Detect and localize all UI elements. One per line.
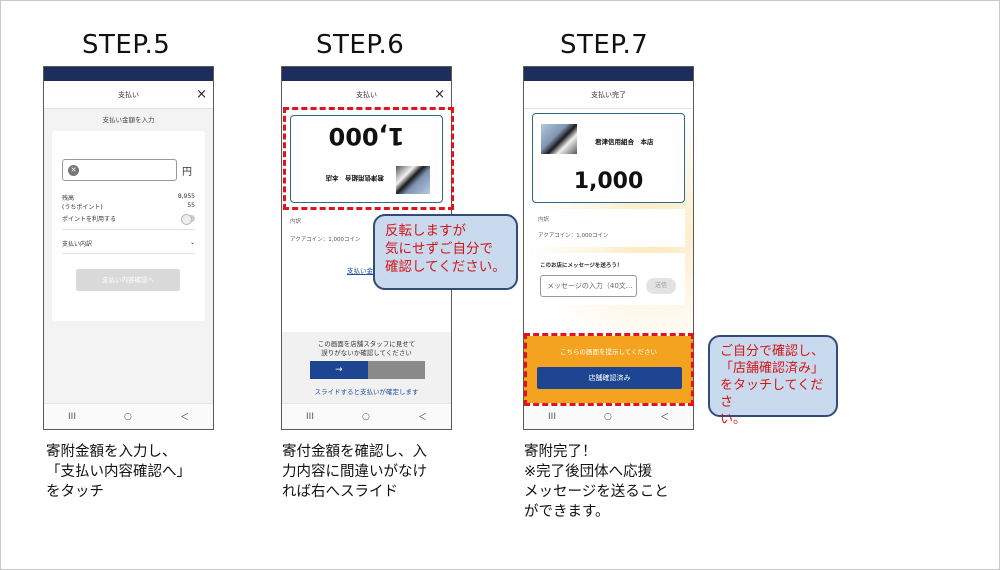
divider — [62, 229, 195, 230]
status-bar — [524, 67, 693, 81]
step5-title: STEP.5 — [82, 30, 171, 60]
detail-panel: 内訳 アクアコイン：1,000コイン — [532, 209, 685, 247]
slider-arrow-icon[interactable]: → — [310, 361, 368, 379]
store-name: 君津信用組合 本店 — [595, 138, 654, 146]
store-photo — [541, 124, 577, 154]
slider-track[interactable] — [367, 361, 425, 379]
header-title: 支払い — [118, 91, 139, 99]
close-icon[interactable]: × — [434, 87, 445, 102]
android-navbar: III ○ ＜ — [282, 403, 451, 429]
chevron-down-icon: ⌄ — [189, 239, 195, 246]
step5-phone-screen: 支払い × 支払い金額を入力 ✕ 円 残高 8,955 (うちポイント) 55 … — [43, 66, 214, 430]
currency-label: 円 — [182, 167, 192, 178]
step6-title: STEP.6 — [316, 30, 405, 60]
close-icon[interactable]: × — [196, 87, 207, 102]
step7-title: STEP.7 — [560, 30, 649, 60]
payment-body: 支払い金額を入力 ✕ 円 残高 8,955 (うちポイント) 55 ポイントを利… — [44, 109, 213, 405]
message-card: このお店にメッセージを送ろう！ メッセージの入力（40文... 送信 — [532, 253, 685, 305]
confirm-payment-button[interactable]: 支払い内容確認へ — [76, 269, 180, 291]
divider — [62, 253, 195, 254]
step7-caption: 寄附完了！ ※完了後団体へ応援 メッセージを送ること ができます。 — [524, 444, 669, 520]
message-input[interactable]: メッセージの入力（40文... — [540, 275, 637, 297]
home-icon[interactable]: ○ — [124, 411, 132, 422]
amount-subheader: 支払い金額を入力 — [102, 116, 155, 124]
detail-label: 内訳 — [538, 217, 550, 223]
send-button[interactable]: 送信 — [646, 278, 676, 294]
detail-value: アクアコイン：1,000コイン — [290, 237, 361, 243]
screen-header: 支払い完了 — [524, 81, 693, 109]
step6-caption: 寄付金額を確認し、入 力内容に間違いがなけ れば右へスライド — [282, 444, 427, 500]
points-label: (うちポイント) — [62, 204, 103, 211]
status-bar — [282, 67, 451, 81]
header-title: 支払い — [356, 91, 377, 99]
amount-input[interactable]: ✕ — [62, 159, 177, 181]
confirm-note-callout: ご自分で確認し、 「店舗確認済み」 をタッチしてくださ い。 — [708, 335, 838, 427]
screen-header: 支払い × — [282, 81, 451, 109]
slide-hint: スライドすると支払いが確定します — [314, 388, 419, 396]
points-row: (うちポイント) 55 — [62, 202, 195, 211]
message-title: このお店にメッセージを送ろう！ — [540, 263, 623, 269]
edit-amount-link[interactable]: 支払い金額を — [347, 267, 386, 275]
details-label: 支払い内訳 — [62, 241, 93, 248]
screen-header: 支払い × — [44, 81, 213, 109]
confirm-highlight — [524, 333, 694, 406]
staff-instruction: この画面を店舗スタッフに見せて 誤りがないか確認してください — [317, 340, 416, 357]
balance-label: 残高 — [62, 195, 75, 202]
step7-phone-screen: 支払い完了 君津信用組合 本店 1,000 内訳 アクアコイン：1,000コイン… — [523, 66, 694, 430]
amount-card: ✕ 円 残高 8,955 (うちポイント) 55 ポイントを利用する 支払い内訳… — [52, 131, 205, 321]
home-icon[interactable]: ○ — [604, 411, 612, 422]
step5-caption: 寄附金額を入力し、 「支払い内容確認へ」 をタッチ — [46, 444, 191, 500]
amount-highlight — [283, 107, 454, 210]
back-icon[interactable]: ＜ — [659, 413, 669, 423]
staff-confirm-banner: こちらの画面を提示してください 店舗確認済み — [524, 336, 693, 405]
android-navbar: III ○ ＜ — [524, 403, 693, 429]
balance-row: 残高 8,955 — [62, 193, 195, 202]
detail-value: アクアコイン：1,000コイン — [538, 233, 609, 239]
confirm-slider[interactable]: → — [310, 361, 425, 379]
staff-prompt: こちらの画面を提示してください — [559, 348, 658, 356]
store-confirmed-button[interactable]: 店舗確認済み — [537, 367, 682, 389]
balance-value: 8,955 — [177, 193, 195, 200]
back-icon[interactable]: ＜ — [179, 413, 189, 423]
header-title: 支払い完了 — [591, 91, 626, 99]
recent-apps-icon[interactable]: III — [306, 411, 314, 422]
clear-icon[interactable]: ✕ — [68, 165, 79, 176]
details-row[interactable]: 支払い内訳 ⌄ — [62, 239, 195, 248]
detail-label: 内訳 — [290, 219, 302, 225]
back-icon[interactable]: ＜ — [417, 413, 427, 423]
amount-card: 君津信用組合 本店 1,000 — [532, 113, 685, 203]
recent-apps-icon[interactable]: III — [68, 411, 76, 422]
home-icon[interactable]: ○ — [362, 411, 370, 422]
status-bar — [44, 67, 213, 81]
flip-note-callout: 反転しますが 気にせずご自分で 確認してください。 — [373, 214, 518, 290]
staff-confirm-panel: この画面を店舗スタッフに見せて 誤りがないか確認してください → スライドすると… — [282, 332, 451, 405]
android-navbar: III ○ ＜ — [44, 403, 213, 429]
payment-amount: 1,000 — [573, 169, 644, 194]
use-points-toggle[interactable] — [181, 214, 195, 225]
use-points-label: ポイントを利用する — [62, 216, 117, 223]
points-value: 55 — [187, 202, 195, 209]
recent-apps-icon[interactable]: III — [548, 411, 556, 422]
use-points-row: ポイントを利用する — [62, 214, 195, 225]
step6-phone-screen: 支払い × 1,000 君津信用組合 本店 内訳 アクアコイン：1,000コイン… — [281, 66, 452, 430]
